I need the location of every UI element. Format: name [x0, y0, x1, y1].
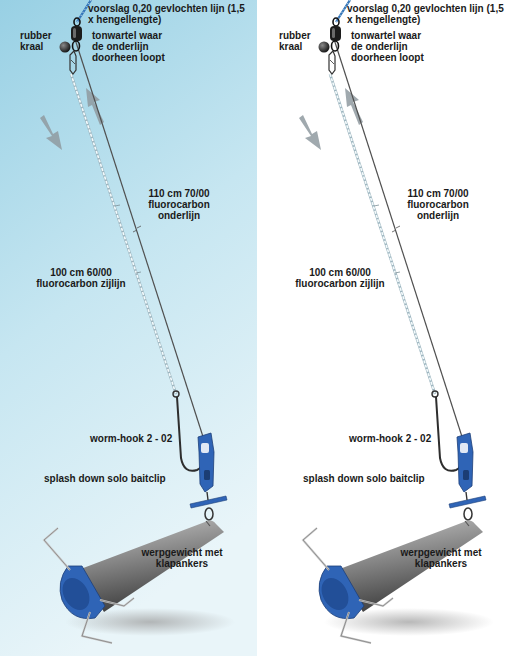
rig-drawing	[299, 0, 494, 643]
weight-label: werpgewicht met klapankers	[399, 547, 483, 569]
rig-drawing	[40, 0, 235, 643]
hook-label: worm-hook 2 - 02	[349, 433, 431, 444]
main-line-label: 110 cm 70/00 fluorocarbon onderlijn	[401, 188, 475, 221]
hook-label: worm-hook 2 - 02	[90, 433, 172, 444]
bead-label: rubber kraal	[279, 30, 321, 52]
weight-label: werpgewicht met klapankers	[140, 547, 224, 569]
main-line-label: 110 cm 70/00 fluorocarbon onderlijn	[142, 188, 216, 221]
side-line-label: 100 cm 60/00 fluorocarbon zijlijn	[24, 267, 138, 289]
baitclip-label: splash down solo baitclip	[303, 473, 425, 484]
leader-label: voorslag 0,20 gevlochten lijn (1,5 x hen…	[347, 3, 507, 25]
panel-ground	[259, 0, 517, 656]
bead-label: rubber kraal	[20, 30, 62, 52]
leader-label: voorslag 0,20 gevlochten lijn (1,5 x hen…	[88, 3, 248, 25]
swivel-label: tonwartel waar de onderlijn doorheen loo…	[351, 30, 435, 63]
baitclip-label: splash down solo baitclip	[44, 473, 166, 484]
side-line-label: 100 cm 60/00 fluorocarbon zijlijn	[283, 267, 397, 289]
swivel-label: tonwartel waar de onderlijn doorheen loo…	[92, 30, 176, 63]
panel-ground	[0, 0, 257, 656]
